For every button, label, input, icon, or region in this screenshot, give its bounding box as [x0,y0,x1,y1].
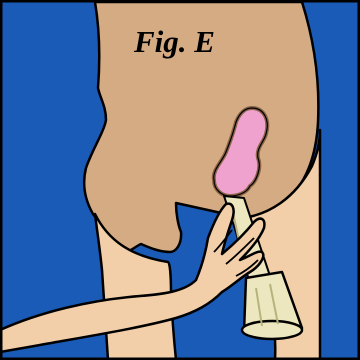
device-bell-rim [242,321,302,339]
figure-label: Fig. E [134,26,215,57]
